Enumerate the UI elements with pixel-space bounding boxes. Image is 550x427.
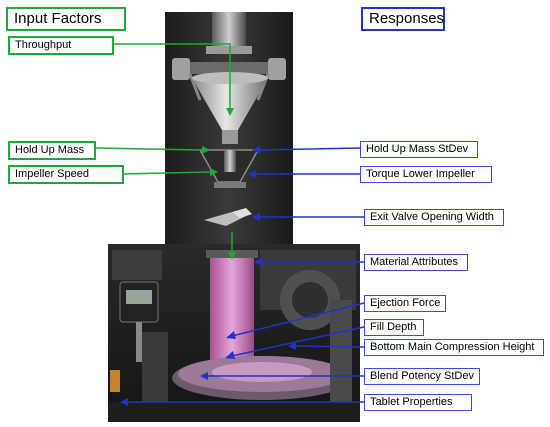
input-arrows <box>95 43 236 260</box>
label-hold-up-mass-stdev: Hold Up Mass StDev <box>360 141 478 158</box>
label-material-attributes: Material Attributes <box>364 254 468 271</box>
label-torque-lower-impeller: Torque Lower Impeller <box>360 166 492 183</box>
label-ejection-force: Ejection Force <box>364 295 446 312</box>
label-exit-valve-opening-width: Exit Valve Opening Width <box>364 209 504 226</box>
label-bottom-main-compression-height: Bottom Main Compression Height <box>364 339 544 356</box>
label-impeller-speed: Impeller Speed <box>8 165 124 184</box>
label-throughput: Throughput <box>8 36 114 55</box>
label-blend-potency-stdev: Blend Potency StDev <box>364 368 480 385</box>
label-fill-depth: Fill Depth <box>364 319 424 336</box>
header-responses: Responses <box>361 7 445 31</box>
header-input-factors: Input Factors <box>6 7 126 31</box>
feeder-photo <box>165 12 293 244</box>
label-hold-up-mass: Hold Up Mass <box>8 141 96 160</box>
label-tablet-properties: Tablet Properties <box>364 394 472 411</box>
response-arrows <box>120 146 365 406</box>
